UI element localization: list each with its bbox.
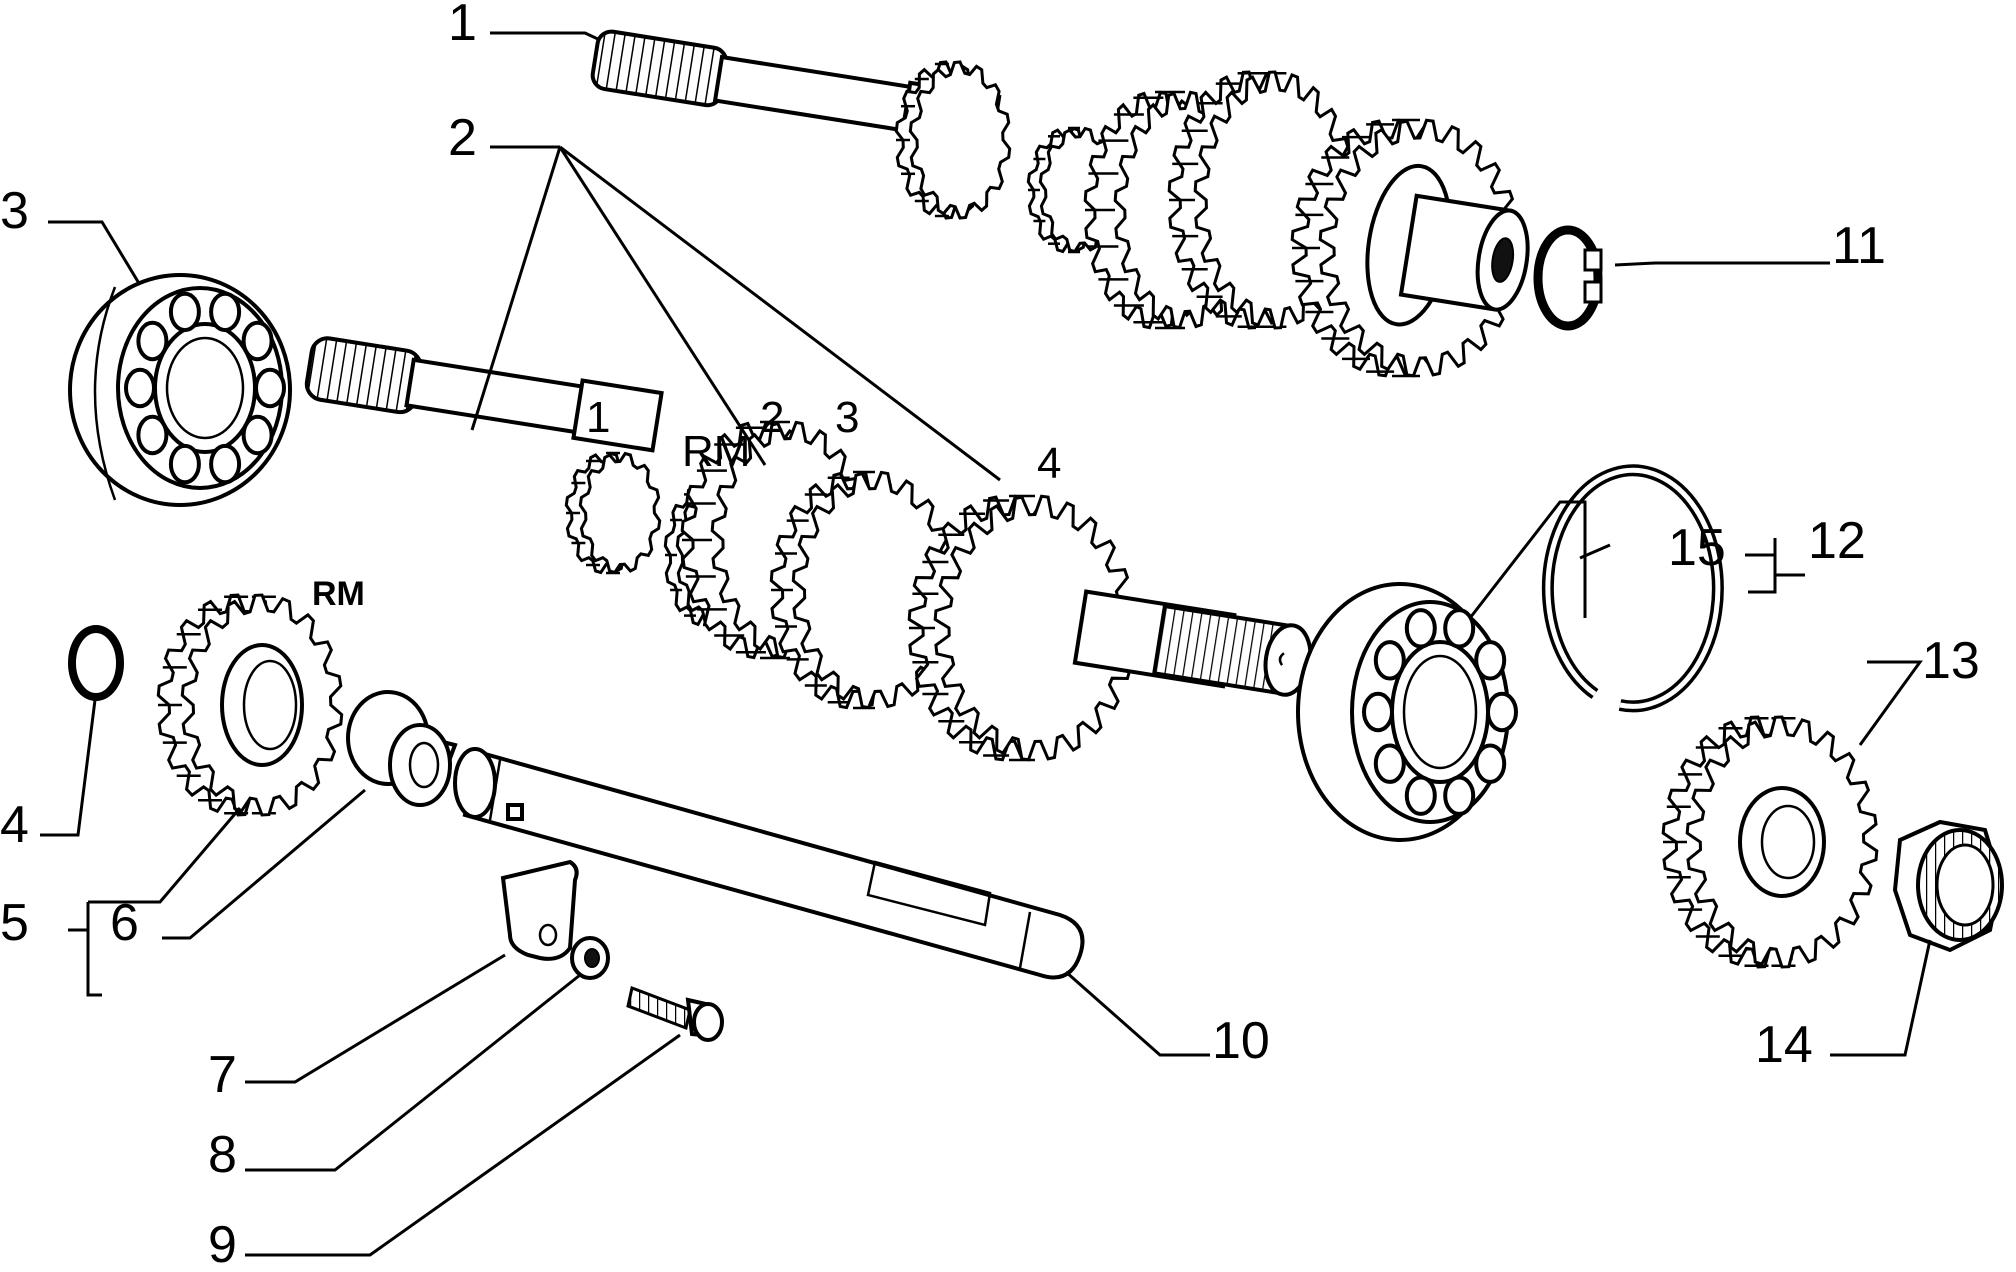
callout-10: 10 [1212, 1012, 1270, 1070]
gear-label-rm: RM [682, 427, 750, 476]
callout-4: 4 [0, 796, 29, 854]
ball-bearing-12 [1296, 582, 1518, 842]
gear-label-4: 4 [1037, 439, 1061, 488]
hex-nut-14 [1892, 819, 2004, 953]
callout-3: 3 [0, 182, 29, 240]
bushing-6 [346, 690, 458, 807]
idler-shaft-10 [453, 747, 1085, 980]
gear-label-rm-idler: RM [312, 575, 365, 613]
callout-8: 8 [208, 1126, 237, 1184]
leader-lines [40, 31, 1932, 1257]
callout-2: 2 [448, 109, 477, 167]
snap-ring-15 [1541, 464, 1724, 713]
gear-label-2: 2 [760, 393, 784, 442]
callout-5: 5 [0, 894, 29, 952]
callout-1: 1 [448, 0, 477, 52]
callout-9: 9 [208, 1216, 237, 1272]
callout-6: 6 [110, 894, 139, 952]
callout-14: 14 [1755, 1016, 1813, 1074]
gear-label-3: 3 [835, 393, 859, 442]
washer-8 [570, 936, 610, 980]
bolt-9 [626, 985, 724, 1042]
callout-12: 12 [1808, 512, 1866, 570]
secondary-shaft-assembly [304, 336, 1313, 762]
gear-label-1: 1 [586, 393, 610, 442]
o-ring-4 [68, 625, 124, 701]
circlip [1533, 225, 1603, 331]
roller-bearing-3 [68, 273, 292, 507]
reverse-idler-gear [156, 593, 344, 817]
callout-7: 7 [208, 1046, 237, 1104]
gear-13 [1661, 715, 1879, 969]
primary-shaft-assembly [590, 29, 1530, 378]
callout-15: 15 [1668, 519, 1726, 577]
callout-13: 13 [1922, 632, 1980, 690]
callout-11: 11 [1832, 217, 1886, 275]
retaining-plate-7 [500, 859, 579, 961]
